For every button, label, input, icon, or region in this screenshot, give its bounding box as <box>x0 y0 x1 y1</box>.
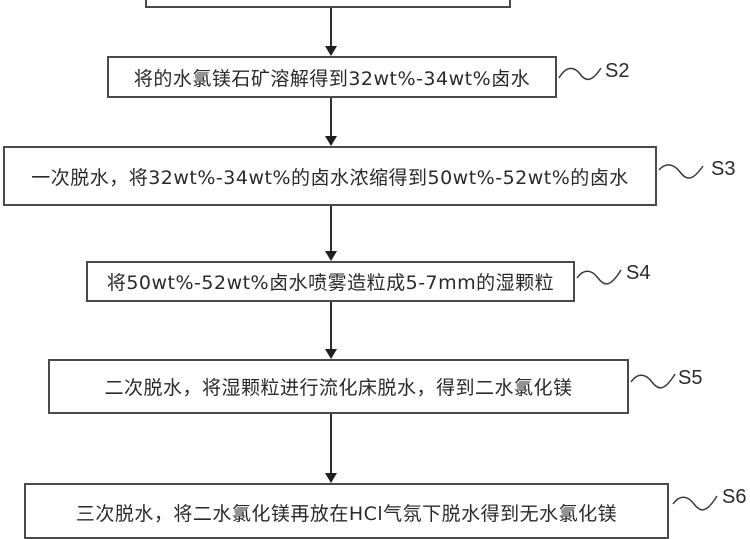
connector-s2-s3 <box>330 98 332 138</box>
wavy-leader-icon <box>576 269 622 285</box>
arrowhead-icon <box>325 349 337 359</box>
step-text-s5: 二次脱水，将湿颗粒进行流化床脱水，得到二水氯化镁 <box>104 377 573 399</box>
step-label-s4: S4 <box>626 262 651 284</box>
wavy-leader-icon <box>672 495 718 511</box>
step-text-s3: 一次脱水，将32wt%-34wt%的卤水浓缩得到50wt%-52wt%的卤水 <box>31 166 629 189</box>
arrowhead-icon <box>325 251 337 261</box>
connector-s4-s5 <box>330 302 332 350</box>
step-box-s5: 二次脱水，将湿颗粒进行流化床脱水，得到二水氯化镁 <box>48 359 629 414</box>
step-box-s3: 一次脱水，将32wt%-34wt%的卤水浓缩得到50wt%-52wt%的卤水 <box>3 146 657 206</box>
step-label-s2: S2 <box>605 60 630 82</box>
step-text-s4: 将50wt%-52wt%卤水喷雾造粒成5-7mm的湿颗粒 <box>106 272 555 294</box>
step-label-s3: S3 <box>711 158 736 180</box>
step-box-s2: 将的水氯镁石矿溶解得到32wt%-34wt%卤水 <box>107 56 557 98</box>
step-label-s5: S5 <box>678 367 703 389</box>
step-text-s2: 将的水氯镁石矿溶解得到32wt%-34wt%卤水 <box>133 67 531 90</box>
step-box-s6: 三次脱水，将二水氯化镁再放在HCl气氛下脱水得到无水氯化镁 <box>24 483 669 539</box>
connector-s5-s6 <box>330 414 332 474</box>
connector-s3-s4 <box>330 206 332 252</box>
step-label-s6: S6 <box>722 486 747 508</box>
arrowhead-icon <box>325 136 337 146</box>
wavy-leader-icon <box>558 67 602 81</box>
step-text-s6: 三次脱水，将二水氯化镁再放在HCl气氛下脱水得到无水氯化镁 <box>75 503 618 525</box>
wavy-leader-icon <box>630 373 676 389</box>
step-box-s4: 将50wt%-52wt%卤水喷雾造粒成5-7mm的湿颗粒 <box>86 261 575 302</box>
arrowhead-icon <box>325 473 337 483</box>
wavy-leader-icon <box>658 164 704 179</box>
step-box-s1 <box>145 0 511 8</box>
arrowhead-icon <box>325 46 337 56</box>
connector-s1-s2 <box>330 8 332 48</box>
